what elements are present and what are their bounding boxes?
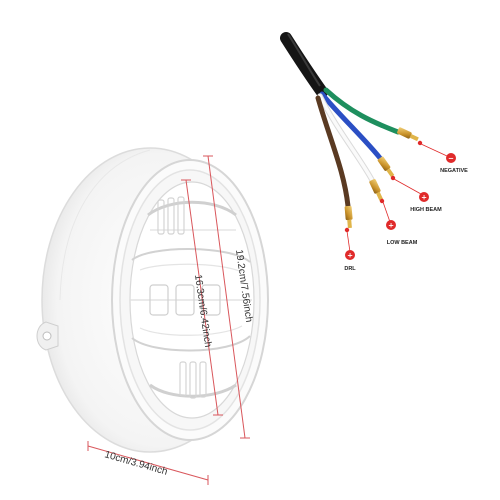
plus-sign-icon: + (386, 220, 396, 230)
terminal-high-beam (377, 156, 395, 178)
dimension-lines (87, 155, 250, 485)
terminal-drl (344, 205, 353, 229)
wire-low-beam (318, 94, 374, 182)
svg-text:+: + (347, 252, 353, 260)
headlight-lens (129, 181, 255, 419)
depth-line (87, 445, 209, 481)
wire-high-beam (319, 91, 383, 161)
plus-sign-icon: + (345, 250, 355, 260)
inner-diameter-line (185, 179, 219, 416)
wire-negative (323, 87, 401, 135)
wire-drl (315, 95, 351, 209)
svg-text:+: + (388, 222, 394, 230)
terminal-markers (344, 140, 423, 233)
label-drl: DRL (344, 266, 356, 272)
cable-sheath (280, 32, 328, 98)
label-negative: NEGATIVE (440, 168, 468, 174)
plus-sign-icon: + (419, 192, 429, 202)
terminals (344, 127, 419, 229)
depth-label: 10cm/3.94inch (103, 449, 169, 478)
svg-text:+: + (421, 194, 427, 202)
leader-lines (346, 143, 448, 253)
wire-harness (280, 32, 401, 209)
terminal-low-beam (369, 179, 384, 201)
terminal-negative (397, 127, 419, 142)
minus-sign-icon: − (446, 153, 456, 163)
outer-diameter-line (207, 155, 246, 439)
label-high-beam: HIGH BEAM (410, 207, 442, 213)
label-low-beam: LOW BEAM (387, 240, 418, 246)
svg-text:−: − (448, 155, 454, 163)
